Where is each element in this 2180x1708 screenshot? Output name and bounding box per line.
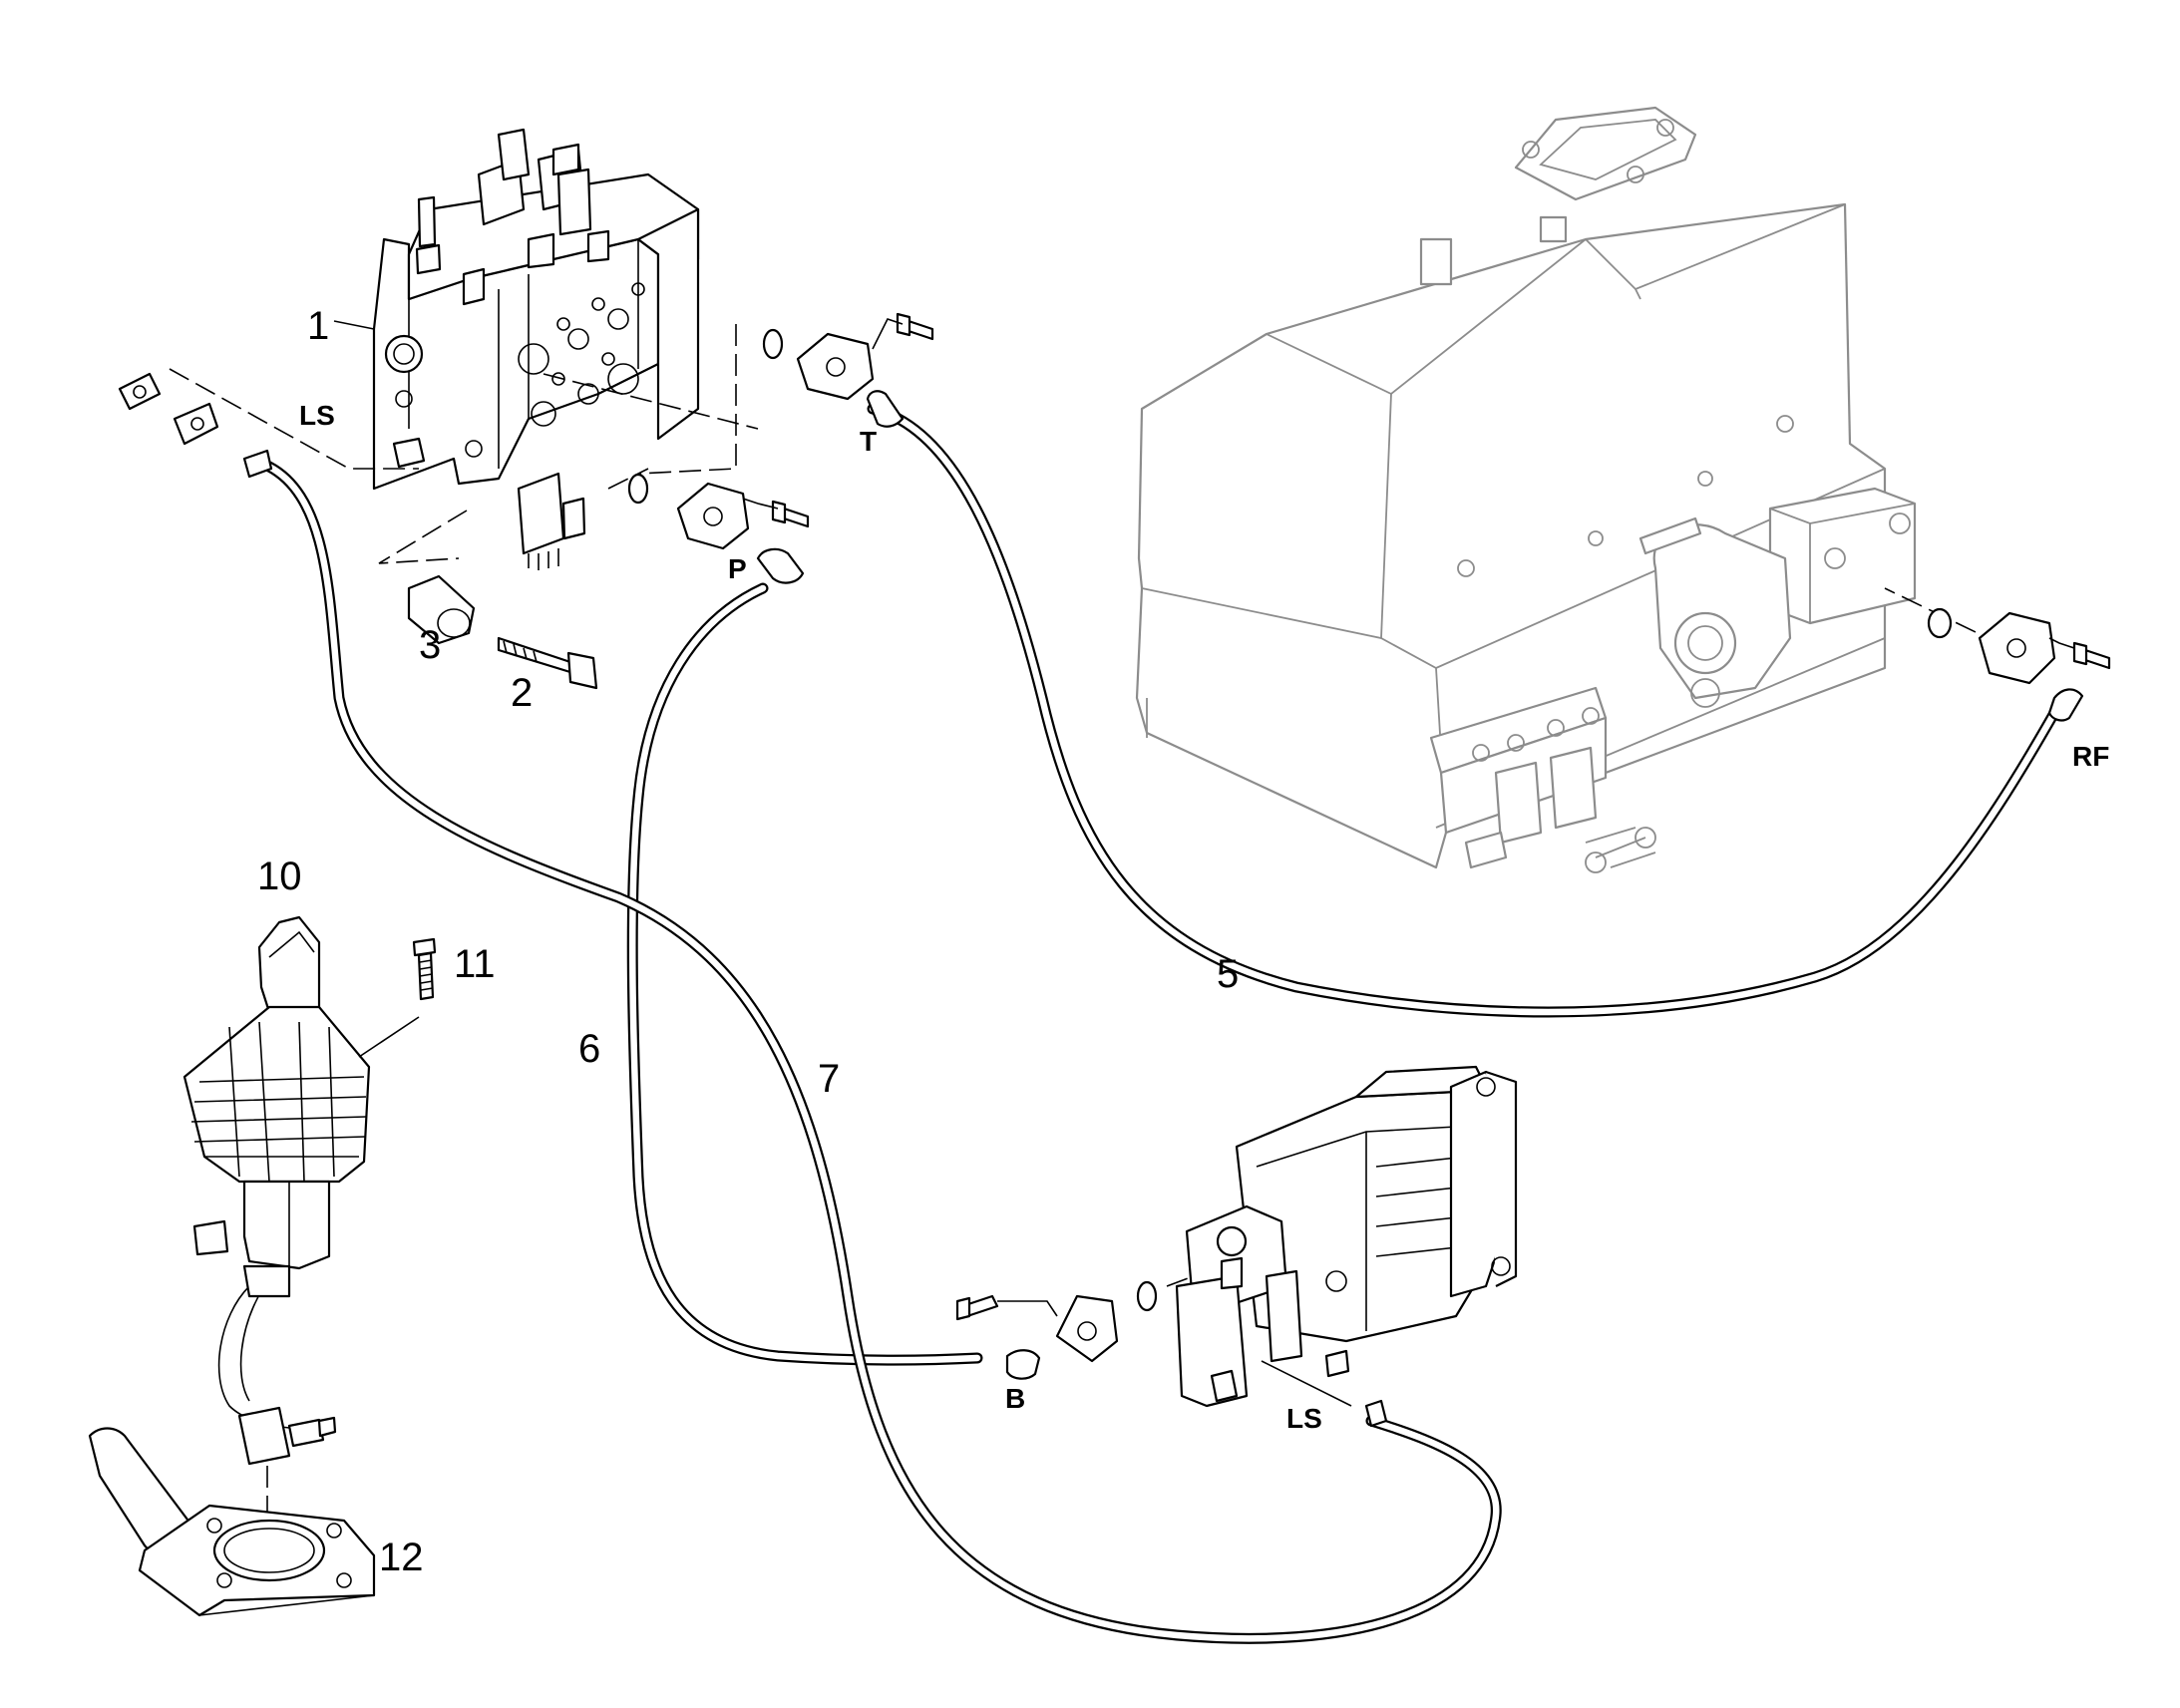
port-label-b: B [1005,1383,1025,1414]
callout-3: 3 [419,623,441,667]
port-label-p: P [728,553,747,584]
callout-11: 11 [454,942,496,986]
port-label-rf: RF [2072,741,2109,772]
spacer-item-3 [407,574,476,645]
hydraulic-tank [1135,106,1917,873]
callout-7: 7 [818,1057,840,1101]
bolt-item-2 [497,636,598,690]
port-label-t: T [860,426,877,457]
hydraulic-pump [1175,1065,1518,1428]
screw-item-11 [412,937,437,1001]
ls-adapter-fittings [118,372,273,479]
hose-7 [263,461,1502,1644]
callout-6: 6 [578,1027,600,1071]
callout-5: 5 [1217,952,1239,996]
hose-5 [867,403,2060,1018]
hose-6 [626,582,983,1366]
joystick-assembly [182,915,420,1555]
rf-port-flange [1927,607,2111,722]
mounting-plate-item-12 [88,1427,376,1617]
port-label-ls-valve: LS [299,400,335,431]
t-port-flange [762,312,934,428]
callout-leaders [333,320,375,330]
p-port-flange [627,473,810,584]
b-port-flange [955,1255,1248,1380]
callout-1: 1 [307,304,329,348]
callout-10: 10 [257,854,302,898]
port-label-ls-pump: LS [1286,1403,1322,1434]
control-valve-block [372,128,700,570]
callout-12: 12 [379,1536,424,1579]
valve-dash-leaders [169,324,2030,659]
callout-2: 2 [511,671,533,715]
